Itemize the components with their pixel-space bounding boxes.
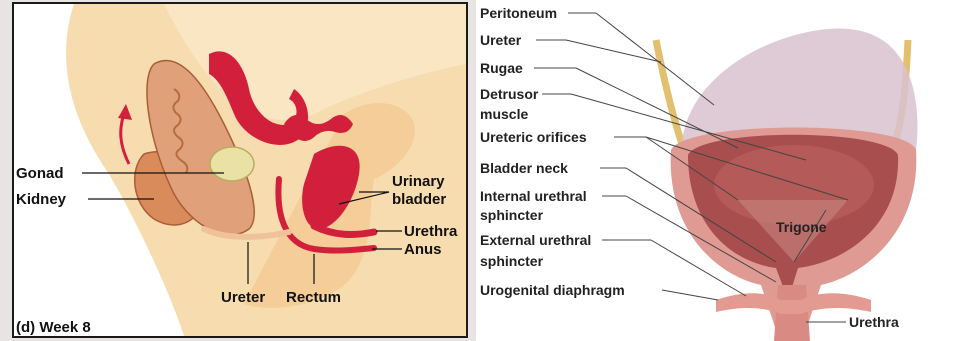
label-muscle: muscle bbox=[480, 106, 528, 122]
embryo-diagram: Gonad Kidney Urinary bladder Urethra Anu… bbox=[14, 4, 466, 336]
label-gonad: Gonad bbox=[16, 165, 64, 182]
bladder-diagram-panel: Peritoneum Ureter Rugae Detrusor muscle … bbox=[476, 0, 968, 341]
label-bladder-neck: Bladder neck bbox=[480, 160, 568, 176]
label-kidney: Kidney bbox=[16, 191, 67, 208]
label-rectum: Rectum bbox=[286, 289, 341, 306]
label-rugae: Rugae bbox=[480, 60, 523, 76]
label-peritoneum: Peritoneum bbox=[480, 5, 557, 21]
label-trigone: Trigone bbox=[776, 219, 827, 235]
label-ureteric-orifices: Ureteric orifices bbox=[480, 129, 587, 145]
label-detrusor: Detrusor bbox=[480, 86, 539, 102]
label-urinary: Urinary bbox=[392, 173, 445, 190]
label-external-sphincter: sphincter bbox=[480, 253, 544, 269]
label-internal-urethral: Internal urethral bbox=[480, 188, 587, 204]
bladder-diagram: Peritoneum Ureter Rugae Detrusor muscle … bbox=[476, 0, 968, 341]
gonad-shape bbox=[210, 147, 254, 181]
label-internal-sphincter: sphincter bbox=[480, 207, 544, 223]
panel-caption: (d) Week 8 bbox=[16, 319, 91, 336]
label-urethra-right: Urethra bbox=[849, 314, 899, 330]
label-ureter-right: Ureter bbox=[480, 32, 522, 48]
embryo-diagram-panel: Gonad Kidney Urinary bladder Urethra Anu… bbox=[12, 2, 468, 338]
label-ureter-left: Ureter bbox=[221, 289, 265, 306]
label-anus: Anus bbox=[404, 241, 442, 258]
label-external-urethral: External urethral bbox=[480, 232, 591, 248]
label-urethra-left: Urethra bbox=[404, 223, 458, 240]
label-bladder: bladder bbox=[392, 191, 446, 208]
label-urogenital-diaphragm: Urogenital diaphragm bbox=[480, 282, 625, 298]
